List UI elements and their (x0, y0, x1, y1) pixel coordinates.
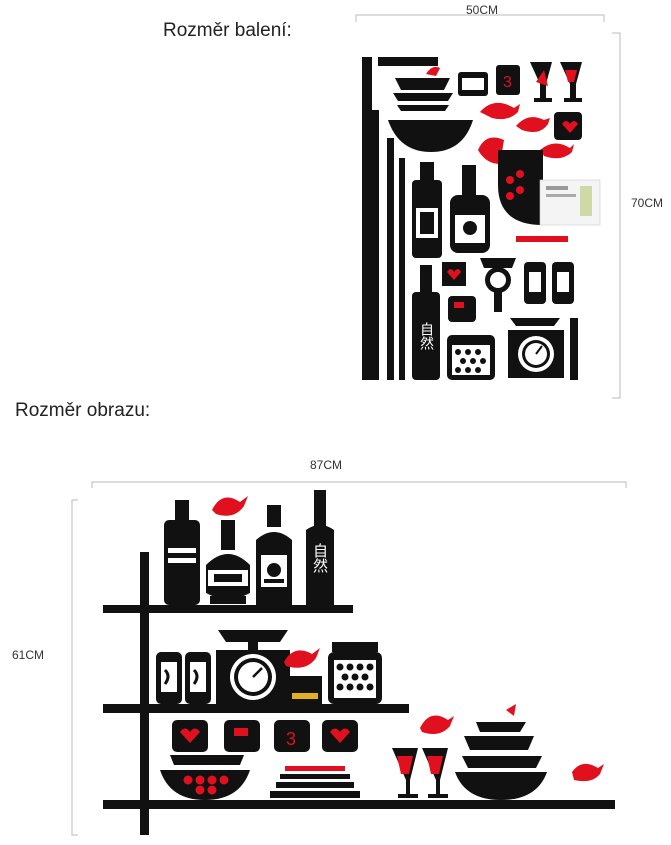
strip (570, 318, 578, 380)
mug-icon (448, 296, 476, 322)
packaging-sheet: 3 (362, 57, 601, 380)
bottle-icon (412, 292, 440, 380)
strip (362, 57, 372, 380)
bird-icon (480, 102, 520, 120)
wall-sticker-image: 自然 3 (103, 490, 615, 835)
kitchen-scale-icon (218, 630, 288, 642)
bottle-icon (306, 525, 334, 605)
mug-number: 3 (503, 74, 512, 91)
packaging-heading: Rozměr balení: (163, 20, 292, 41)
mug-number: 3 (286, 729, 296, 749)
shelf (103, 800, 615, 809)
bird-icon (478, 137, 504, 164)
bowl-stack-icon (476, 722, 526, 732)
strip (372, 110, 379, 380)
strip (378, 57, 438, 66)
plate-stack-icon (285, 766, 345, 771)
bird-icon (284, 648, 320, 668)
bowl-icon (170, 755, 244, 765)
packaging-height-label: 70CM (631, 196, 664, 210)
bird-icon (540, 143, 574, 159)
spice-box-icon (288, 676, 322, 690)
strip (399, 158, 405, 380)
bird-icon (212, 496, 248, 516)
dimension-guides (71, 14, 627, 836)
shelf (103, 704, 409, 713)
image-width-label: 87CM (310, 458, 343, 472)
bird-small (426, 66, 440, 76)
plate-icon (516, 236, 568, 242)
birds-group (478, 102, 574, 164)
bowl-stack (388, 78, 473, 152)
mug-icon (496, 65, 520, 95)
bird-icon (572, 763, 604, 782)
strip (387, 138, 394, 380)
bottle-text: 自然 (311, 543, 329, 573)
shelf (103, 605, 353, 613)
scale-icon (480, 258, 516, 268)
bottle-text: 自然 (418, 322, 434, 350)
image-heading: Rozměr obrazu: (15, 400, 151, 421)
mug-icon (274, 720, 310, 752)
bird-icon (420, 715, 454, 734)
kitchen-scale-icon (510, 318, 560, 326)
shelf-post (140, 552, 149, 835)
packaging-width-label: 50CM (466, 3, 499, 17)
image-height-label: 61CM (12, 648, 45, 662)
bird-icon (516, 117, 550, 132)
